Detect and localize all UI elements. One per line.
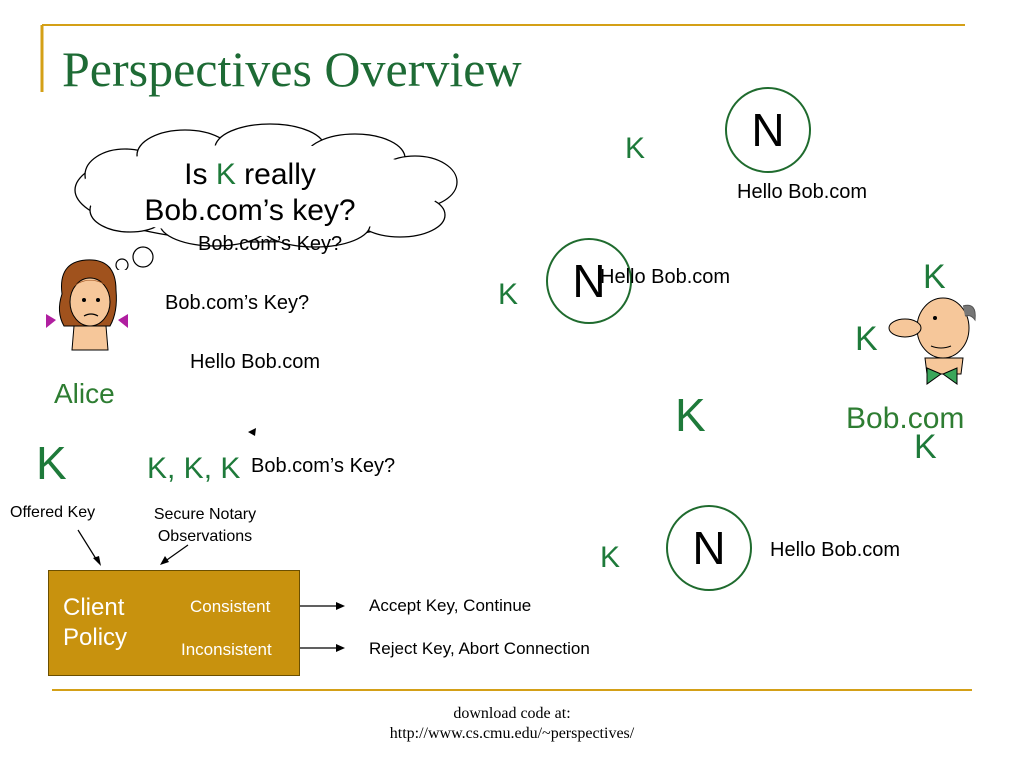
footer: download code at: http://www.cs.cmu.edu/… — [312, 704, 712, 744]
footer-line1: download code at: — [453, 705, 571, 722]
key-k-n3: K — [600, 541, 621, 574]
key-k-n1: K — [625, 132, 646, 165]
alice-figure — [46, 259, 128, 351]
key-observations: K, K, K — [147, 452, 241, 485]
notary-observations-label: Secure Notary Observations — [140, 504, 270, 548]
bob-figure — [888, 297, 976, 385]
key-k-bob-3: K — [914, 428, 937, 466]
policy-title-line2: Policy — [63, 624, 128, 651]
query-mid: Bob.com’s Key? — [165, 292, 310, 314]
hello-n2: Hello Bob.com — [600, 266, 731, 288]
bob-label: Bob.com — [846, 402, 965, 435]
thought-cloud — [74, 123, 458, 270]
policy-title: Client Policy — [63, 593, 127, 653]
key-k-bob-2: K — [855, 320, 878, 358]
thought-suffix: really — [235, 158, 316, 191]
hello-n3: Hello Bob.com — [770, 539, 901, 561]
thought-line2: Bob.com’s key? — [144, 194, 356, 227]
key-offered: K — [36, 437, 67, 489]
policy-title-line1: Client — [63, 594, 125, 621]
client-policy-box: Client Policy Consistent Inconsistent — [48, 570, 300, 676]
offered-key-label: Offered Key — [10, 504, 96, 521]
slide-title: Perspectives Overview — [62, 41, 522, 97]
thought-text: Is K really Bob.com’s key? — [120, 157, 380, 229]
notary-node-1: N — [725, 87, 811, 173]
notary-obs-line1: Secure Notary — [153, 506, 257, 523]
notary-node-3: N — [666, 505, 752, 591]
hello-n1: Hello Bob.com — [737, 181, 868, 203]
key-k-n2: K — [498, 278, 519, 311]
query-bottom: Bob.com’s Key? — [251, 455, 396, 477]
footer-link[interactable]: http://www.cs.cmu.edu/~perspectives/ — [389, 725, 635, 742]
policy-consistent: Consistent — [190, 597, 271, 616]
alice-label: Alice — [54, 378, 115, 409]
key-k-bob-1: K — [923, 258, 946, 296]
reject-outcome: Reject Key, Abort Connection — [369, 639, 590, 658]
thought-prefix: Is — [184, 158, 216, 191]
notary-obs-line2: Observations — [157, 528, 253, 545]
key-k-center: K — [675, 389, 706, 441]
thought-key: K — [215, 158, 236, 191]
policy-inconsistent: Inconsistent — [181, 640, 272, 659]
reply-mid: Hello Bob.com — [190, 351, 321, 373]
notary-node-2: N — [546, 238, 632, 324]
accept-outcome: Accept Key, Continue — [369, 596, 532, 615]
query-top: Bob.com’s Key? — [198, 233, 343, 255]
